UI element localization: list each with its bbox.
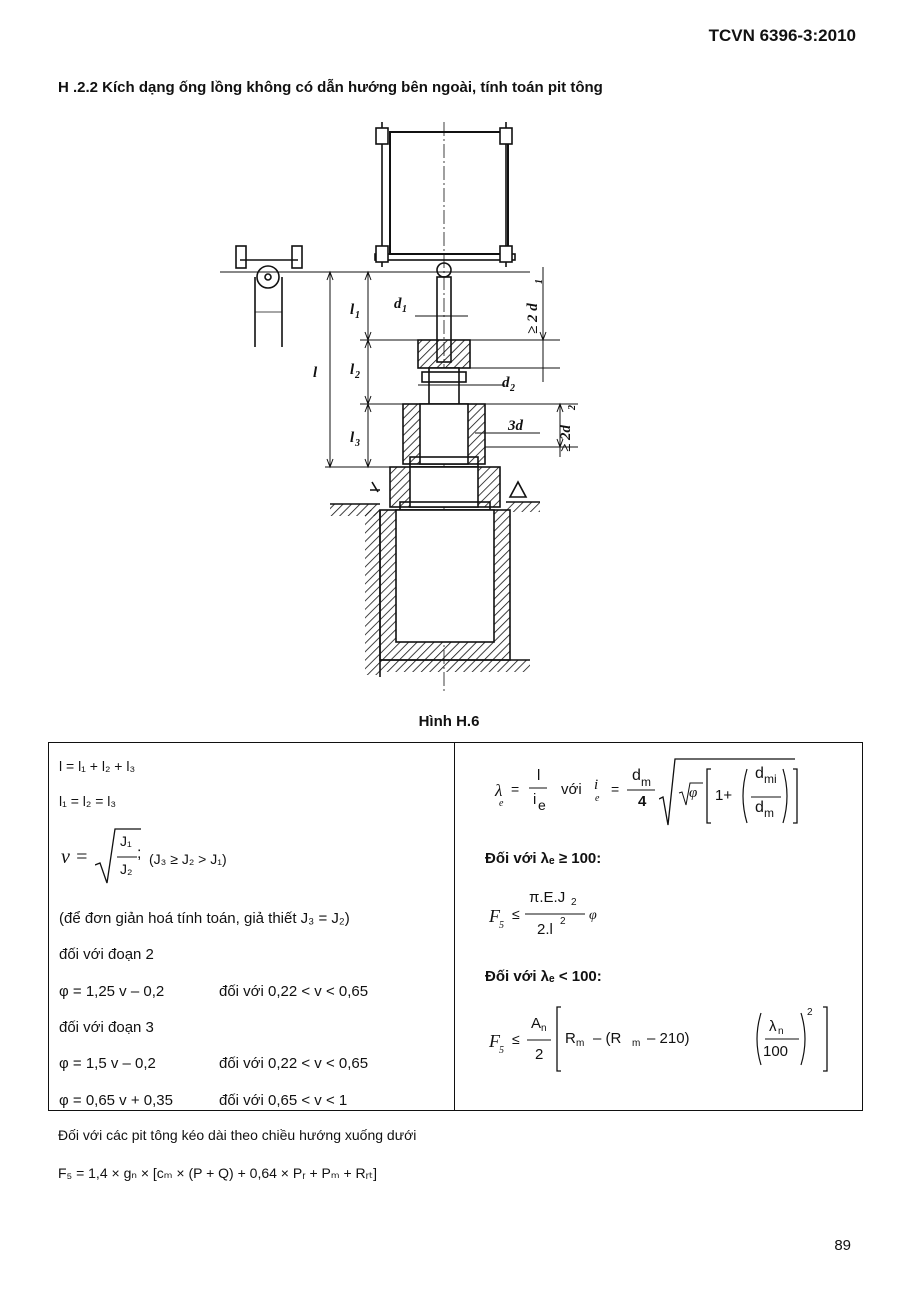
l-sum-formula: l = l₁ + l₂ + l₃ bbox=[59, 758, 136, 774]
f5-tetmajer: F bbox=[489, 1031, 500, 1051]
segment-2-label: đối với đoạn 2 bbox=[59, 946, 154, 963]
page-number: 89 bbox=[834, 1237, 851, 1254]
one-plus: 1+ bbox=[715, 787, 733, 804]
simplify-note: (để đơn giản hoá tính toán, giả thiết J₃… bbox=[59, 910, 350, 927]
section-title: H .2.2 Kích dạng ống lồng không có dẫn h… bbox=[58, 79, 603, 96]
dmi-numerator: d bbox=[755, 765, 764, 782]
label-d2: d bbox=[502, 375, 510, 391]
lambda-n-sub: n bbox=[778, 1026, 784, 1037]
an-numerator-sub: n bbox=[541, 1023, 547, 1034]
tetmajer-brackets bbox=[556, 1006, 828, 1072]
phi-euler: φ bbox=[589, 908, 597, 923]
label-ge-2d1-sub: 1 bbox=[534, 279, 545, 284]
two-denominator: 2 bbox=[535, 1046, 544, 1063]
standard-number: TCVN 6396-3:2010 bbox=[708, 26, 856, 45]
label-l: l bbox=[313, 365, 318, 381]
phi-condition-3: đối với 0,65 < v < 1 bbox=[219, 1092, 348, 1109]
label-3d: 3d bbox=[507, 418, 524, 434]
formula-table: l = l₁ + l₂ + l₃ l₁ = l₂ = l₃ v = J₁ J₂ … bbox=[48, 742, 863, 1111]
phi-formula-1: φ = 1,25 v – 0,2 bbox=[59, 983, 165, 1000]
f5-euler-sub: 5 bbox=[499, 920, 504, 931]
dm-numerator: d bbox=[632, 767, 641, 784]
euler-numerator: π.E.J bbox=[529, 889, 566, 906]
l-equal-formula: l₁ = l₂ = l₃ bbox=[59, 793, 117, 809]
label-ge-2d1: ≥ 2 d bbox=[525, 303, 541, 334]
label-d1: d bbox=[394, 296, 402, 312]
square-exponent: 2 bbox=[807, 1007, 813, 1018]
rm-c: – 210) bbox=[647, 1030, 690, 1047]
label-l1-sub: 1 bbox=[355, 310, 360, 321]
i-sub: e bbox=[595, 793, 600, 804]
euler-numerator-sub: 2 bbox=[571, 897, 577, 908]
phi-formula-2: φ = 1,5 v – 0,2 bbox=[59, 1055, 156, 1072]
f5-euler: F bbox=[489, 906, 500, 926]
label-ge-2d2: ≥ 2d bbox=[558, 425, 574, 452]
nu-condition: (J₃ ≥ J₂ > J₁) bbox=[149, 851, 227, 867]
dm-denominator: d bbox=[755, 799, 764, 816]
nu-numerator: J₁ bbox=[120, 833, 132, 849]
f5-tetmajer-sub: 5 bbox=[499, 1045, 504, 1056]
case-lambda-ge-100: Đối với λₑ ≥ 100: bbox=[485, 850, 602, 867]
lambda-denominator: i bbox=[533, 791, 537, 808]
nu-denominator: J₂ bbox=[120, 861, 133, 877]
le-tetmajer: ≤ bbox=[512, 1031, 520, 1047]
rm-a: R bbox=[565, 1030, 576, 1047]
dmi-numerator-sub: mi bbox=[764, 772, 777, 786]
rm-a-sub: m bbox=[576, 1038, 585, 1049]
label-l1: l bbox=[350, 302, 355, 318]
label-d1-sub: 1 bbox=[402, 304, 407, 315]
label-l2-sub: 2 bbox=[354, 370, 360, 381]
segment-3-label: đối với đoạn 3 bbox=[59, 1019, 154, 1036]
dm-denominator-sub: m bbox=[764, 806, 774, 820]
label-ge-2d2-sub: 2 bbox=[567, 405, 578, 411]
figure-caption: Hình H.6 bbox=[418, 713, 480, 730]
label-l2: l bbox=[350, 362, 355, 378]
jack-drawing: l l 1 l 2 l 3 d 1 d 2 3d ≥ 2 d 1 ≥ 2d 2 bbox=[220, 122, 578, 692]
ie-radical bbox=[659, 758, 798, 826]
footer-note: Đối với các pit tông kéo dài theo chiều … bbox=[58, 1127, 417, 1143]
rm-b-sub: m bbox=[632, 1038, 641, 1049]
case-lambda-lt-100: Đối với λₑ < 100: bbox=[485, 968, 602, 985]
dm-numerator-sub: m bbox=[641, 775, 651, 789]
lambda-numerator: l bbox=[537, 767, 541, 784]
label-l3: l bbox=[350, 430, 355, 446]
label-d2-sub: 2 bbox=[509, 383, 515, 394]
nu-radical bbox=[95, 828, 141, 884]
lambda-lhs: λ bbox=[495, 781, 503, 800]
with-word: với bbox=[561, 781, 582, 798]
label-l3-sub: 3 bbox=[354, 438, 360, 449]
lambda-n: λ bbox=[769, 1018, 777, 1035]
phi-formula-3: φ = 0,65 v + 0,35 bbox=[59, 1092, 173, 1109]
lambda-denominator-sub: e bbox=[538, 797, 546, 813]
nu-lhs: v = bbox=[61, 846, 89, 868]
rm-b: – (R bbox=[593, 1030, 622, 1047]
euler-denominator-sup: 2 bbox=[560, 916, 566, 927]
euler-denominator: 2.l bbox=[537, 921, 553, 938]
phi-condition-2: đối với 0,22 < v < 0,65 bbox=[219, 1055, 369, 1072]
four-denominator: 4 bbox=[638, 793, 647, 810]
i-lhs: i bbox=[594, 777, 599, 793]
le-euler: ≤ bbox=[512, 906, 520, 922]
an-numerator: A bbox=[531, 1015, 542, 1032]
phi-symbol: φ bbox=[689, 785, 698, 801]
lambda-sub: e bbox=[499, 798, 504, 809]
hundred-denominator: 100 bbox=[763, 1043, 789, 1060]
phi-condition-1: đối với 0,22 < v < 0,65 bbox=[219, 983, 369, 1000]
table-divider bbox=[454, 743, 455, 1110]
footer-formula: F₅ = 1,4 × gₙ × [cₘ × (P + Q) + 0,64 × P… bbox=[58, 1165, 378, 1181]
nu-semicolon: ; bbox=[137, 845, 142, 862]
